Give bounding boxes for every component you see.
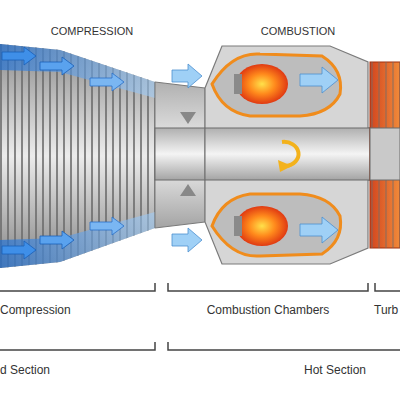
- section-label: Hot Section: [285, 364, 385, 377]
- combustion-chamber: [212, 54, 341, 116]
- flame: [236, 206, 288, 246]
- turbine-blades: [370, 62, 400, 248]
- engine-shaft: [370, 128, 400, 180]
- airflow-arrow: [40, 231, 74, 249]
- airflow-arrow: [172, 64, 202, 88]
- rotation-arrow: [282, 142, 299, 166]
- core-detail: [180, 112, 196, 124]
- airflow-arrow: [2, 47, 36, 65]
- engine-shaft: [205, 128, 370, 180]
- flame: [236, 64, 288, 104]
- engine-shaft: [155, 128, 370, 180]
- section-label: Compression: [0, 304, 100, 317]
- combustion-chamber: [212, 194, 341, 256]
- rotation-arrow-head: [278, 160, 292, 172]
- section-bracket: [0, 283, 155, 291]
- stage-heading: COMBUSTION: [243, 25, 353, 37]
- compressor-blades: [0, 44, 155, 268]
- airflow-band: [0, 212, 155, 268]
- airflow-arrow: [172, 228, 202, 252]
- section-label: d Section: [0, 364, 100, 377]
- fuel-injector: [234, 74, 242, 94]
- airflow-arrow: [90, 217, 124, 235]
- stage-heading: COMPRESSION: [37, 25, 147, 37]
- airflow-arrow: [2, 241, 36, 259]
- section-bracket: [168, 342, 400, 350]
- airflow-arrow: [40, 57, 74, 75]
- section-bracket: [0, 342, 155, 350]
- airflow-band: [0, 44, 155, 98]
- section-bracket: [375, 283, 400, 291]
- section-label: Turb: [374, 304, 400, 317]
- fuel-injector: [234, 216, 242, 236]
- airflow-arrow: [300, 67, 338, 93]
- airflow-arrow: [90, 73, 124, 91]
- compressor-casing: [0, 44, 155, 268]
- section-label: Combustion Chambers: [188, 304, 348, 317]
- airflow-arrow: [300, 217, 338, 243]
- core-detail: [180, 184, 196, 196]
- section-bracket: [168, 283, 368, 291]
- turbine: [370, 62, 400, 248]
